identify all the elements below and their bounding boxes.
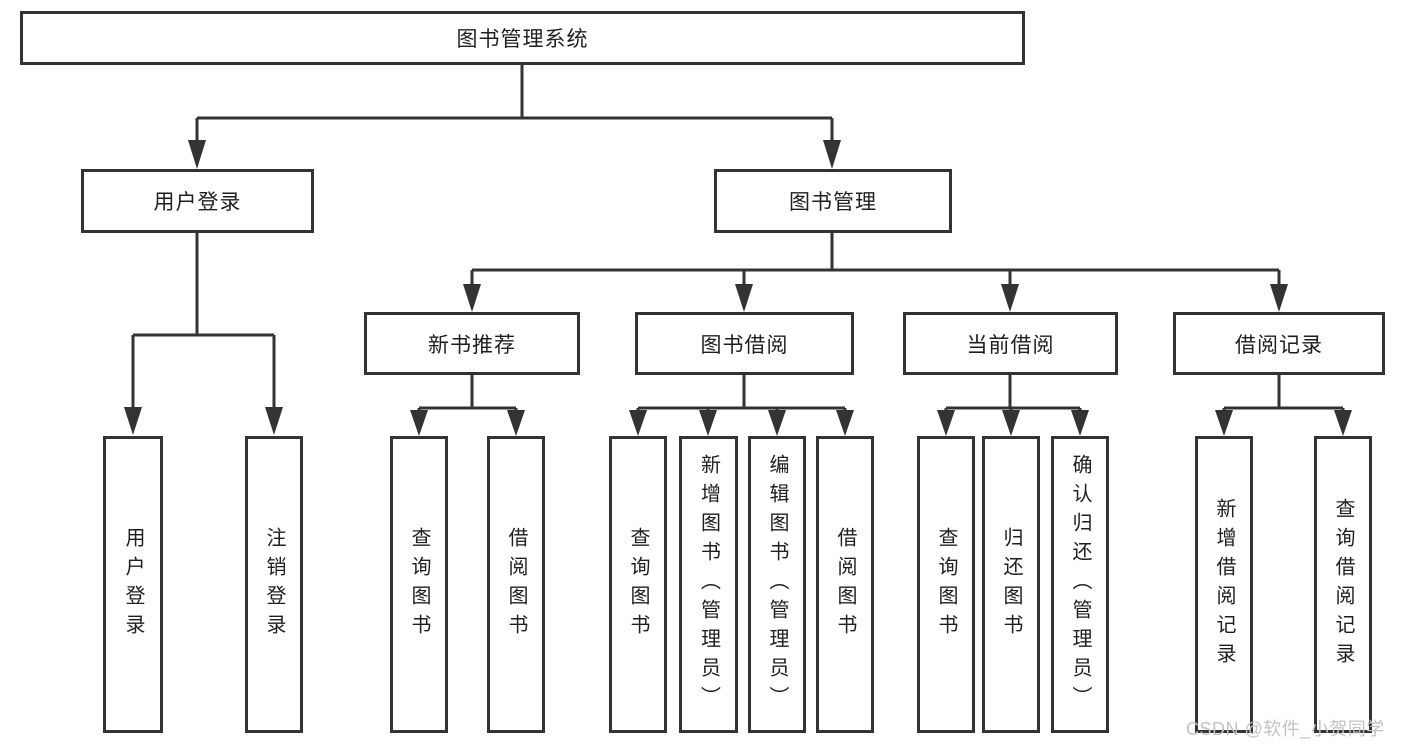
node-new-book-recommend: 新书推荐 (364, 312, 580, 375)
leaf-label: 借阅图书 (505, 526, 527, 643)
arrowhead-icon (937, 410, 955, 436)
arrowhead-icon (1001, 284, 1019, 312)
connector-recommend-to-leaves (410, 375, 525, 436)
leaf-borrow-books-recommend: 借阅图书 (487, 436, 545, 733)
leaf-label: 查询图书 (627, 526, 649, 643)
leaf-add-borrow-record: 新增借阅记录 (1195, 436, 1253, 733)
node-book-borrow: 图书借阅 (635, 312, 854, 375)
leaf-edit-book-admin: 编辑图书（管理员） (748, 436, 806, 733)
leaf-confirm-return-admin: 确认归还（管理员） (1051, 436, 1109, 733)
leaf-label: 归还图书 (1000, 526, 1022, 643)
connector-bookmgmt-to-level3 (463, 233, 1288, 312)
connector-bookborrow-to-leaves (629, 375, 854, 436)
arrowhead-icon (735, 284, 753, 312)
connector-currentborrow-to-leaves (937, 375, 1089, 436)
leaf-label: 新增图书（管理员） (697, 454, 720, 715)
arrowhead-icon (188, 140, 206, 169)
arrowhead-icon (463, 284, 481, 312)
leaf-return-book: 归还图书 (982, 436, 1040, 733)
leaf-label: 新增借阅记录 (1213, 497, 1235, 672)
leaf-user-login: 用户登录 (103, 436, 163, 733)
leaf-query-books-borrow: 查询图书 (609, 436, 667, 733)
leaf-label: 用户登录 (122, 526, 144, 643)
node-book-management: 图书管理 (714, 169, 952, 233)
leaf-borrow-books: 借阅图书 (816, 436, 874, 733)
arrowhead-icon (410, 410, 428, 436)
connector-records-to-leaves (1215, 375, 1352, 436)
node-borrow-records: 借阅记录 (1173, 312, 1385, 375)
arrowhead-icon (699, 410, 717, 436)
arrowhead-icon (768, 410, 786, 436)
arrowhead-icon (823, 140, 841, 169)
leaf-label: 注销登录 (263, 526, 285, 643)
arrowhead-icon (1215, 410, 1233, 436)
arrowhead-icon (836, 410, 854, 436)
connector-root-to-level2 (188, 65, 841, 169)
arrowhead-icon (1071, 410, 1089, 436)
leaf-label: 借阅图书 (834, 526, 856, 643)
arrowhead-icon (265, 407, 283, 435)
arrowhead-icon (1334, 410, 1352, 436)
leaf-add-book-admin: 新增图书（管理员） (679, 436, 738, 733)
leaf-label: 确认归还（管理员） (1069, 454, 1091, 715)
node-user-login: 用户登录 (81, 169, 314, 233)
leaf-label: 查询借阅记录 (1332, 497, 1354, 672)
arrowhead-icon (1002, 410, 1020, 436)
leaf-label: 查询图书 (935, 526, 957, 643)
leaf-query-books-recommend: 查询图书 (390, 436, 448, 733)
arrowhead-icon (124, 407, 142, 435)
node-root: 图书管理系统 (20, 11, 1025, 65)
arrowhead-icon (629, 410, 647, 436)
arrowhead-icon (507, 410, 525, 436)
arrowhead-icon (1270, 284, 1288, 312)
leaf-label: 编辑图书（管理员） (766, 454, 788, 715)
leaf-query-borrow-record: 查询借阅记录 (1314, 436, 1372, 733)
csdn-watermark: CSDN @软件_小贺同学 (1186, 719, 1385, 739)
connector-userlogin-to-leaves (124, 233, 283, 435)
leaf-query-books-current: 查询图书 (917, 436, 975, 733)
leaf-label: 查询图书 (408, 526, 430, 643)
node-current-borrow: 当前借阅 (903, 312, 1118, 375)
leaf-logout-login: 注销登录 (245, 436, 303, 733)
